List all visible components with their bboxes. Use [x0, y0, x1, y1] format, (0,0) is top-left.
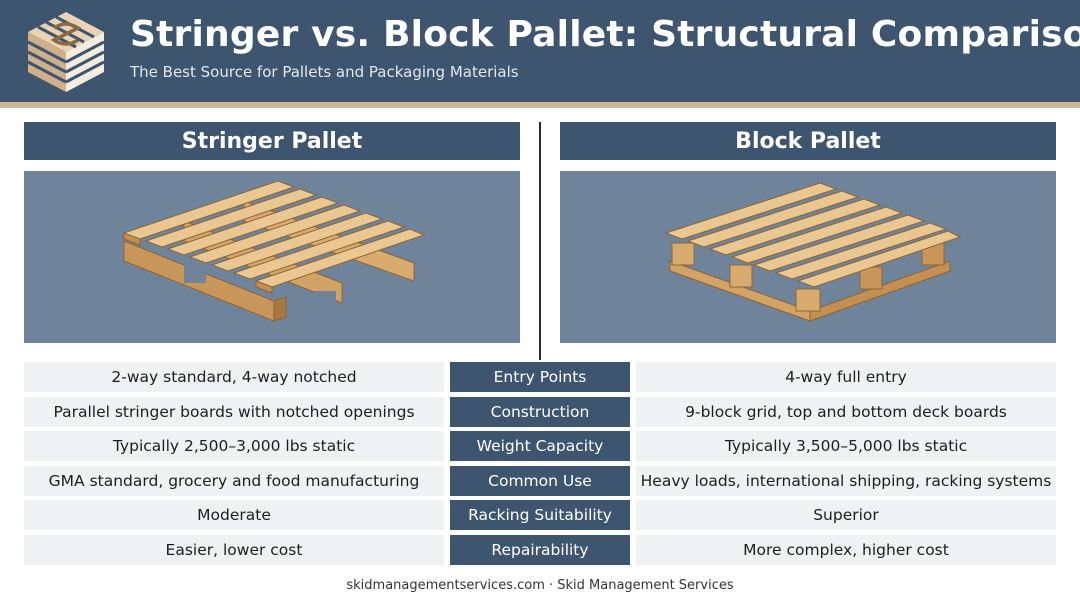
pallet-cube-logo-icon: [24, 10, 108, 94]
block-value: Heavy loads, international shipping, rac…: [636, 465, 1056, 496]
table-row: Easier, lower cost Repairability More co…: [0, 534, 1080, 565]
stringer-value: Typically 2,500–3,000 lbs static: [24, 431, 444, 461]
stringer-value: GMA standard, grocery and food manufactu…: [24, 465, 444, 496]
header-accent-rule: [0, 102, 1080, 108]
row-label: Racking Suitability: [450, 500, 630, 530]
row-label: Common Use: [450, 465, 630, 496]
row-label: Construction: [450, 396, 630, 427]
stringer-pallet-illustration: [24, 171, 520, 343]
stringer-value: Parallel stringer boards with notched op…: [24, 396, 444, 427]
table-row: GMA standard, grocery and food manufactu…: [0, 465, 1080, 496]
page-title: Stringer vs. Block Pallet: Structural Co…: [130, 14, 1080, 55]
footer-credit: skidmanagementservices.com · Skid Manage…: [346, 578, 734, 593]
stringer-value: Moderate: [24, 500, 444, 530]
stringer-column-header: Stringer Pallet: [24, 122, 520, 160]
block-value: 4-way full entry: [636, 362, 1056, 392]
block-value: Typically 3,500–5,000 lbs static: [636, 431, 1056, 461]
stringer-value: Easier, lower cost: [24, 534, 444, 565]
block-pallet-illustration: [560, 171, 1056, 343]
row-label: Weight Capacity: [450, 431, 630, 461]
table-row: 2-way standard, 4-way notched Entry Poin…: [0, 362, 1080, 392]
block-value: 9-block grid, top and bottom deck boards: [636, 396, 1056, 427]
row-label: Repairability: [450, 534, 630, 565]
table-row: Parallel stringer boards with notched op…: [0, 396, 1080, 427]
column-divider: [539, 122, 541, 360]
block-value: More complex, higher cost: [636, 534, 1056, 565]
stringer-value: 2-way standard, 4-way notched: [24, 362, 444, 392]
table-row: Moderate Racking Suitability Superior: [0, 500, 1080, 530]
header-banner: Stringer vs. Block Pallet: Structural Co…: [0, 0, 1080, 102]
page-subtitle: The Best Source for Pallets and Packagin…: [130, 63, 519, 81]
block-column-header: Block Pallet: [560, 122, 1056, 160]
row-label: Entry Points: [450, 362, 630, 392]
block-value: Superior: [636, 500, 1056, 530]
table-row: Typically 2,500–3,000 lbs static Weight …: [0, 431, 1080, 461]
